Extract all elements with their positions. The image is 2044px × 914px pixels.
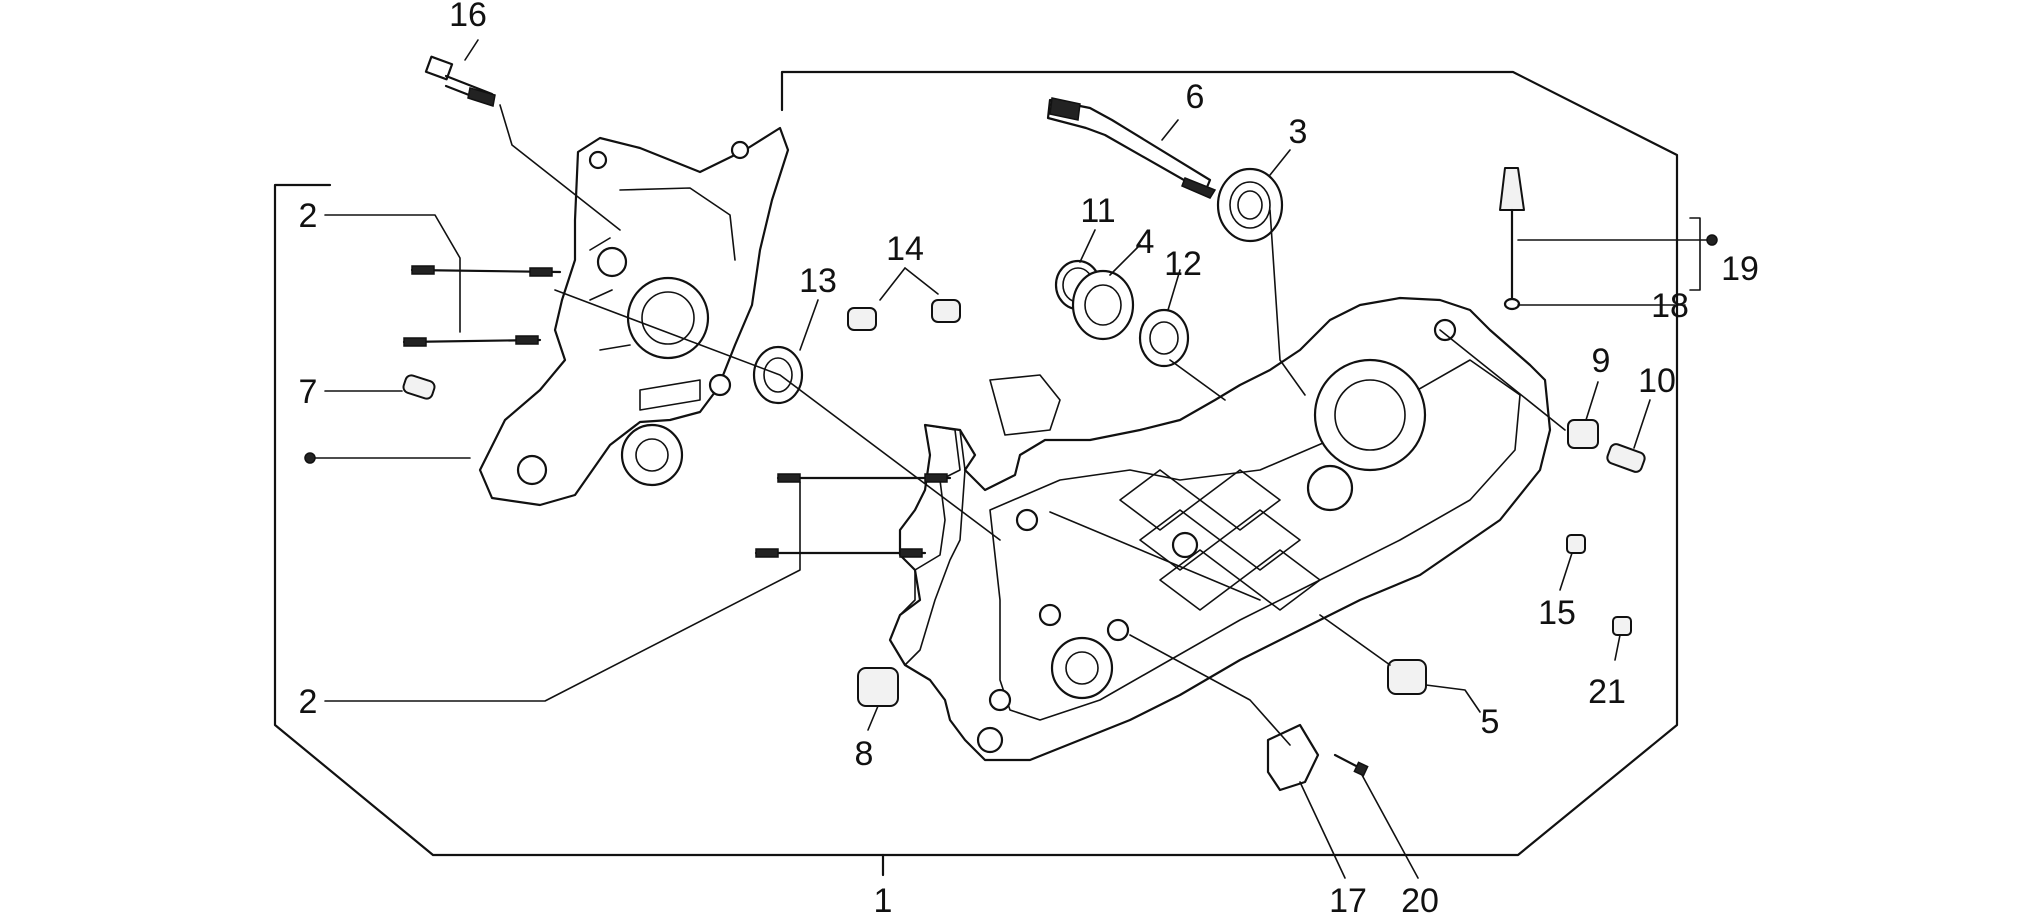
- left-crankcase-half: [478, 126, 790, 507]
- callout-7: 7: [299, 373, 318, 411]
- callout-2-lower: 2: [299, 683, 318, 721]
- bracket-17: [1266, 723, 1320, 792]
- bolt-16: [424, 55, 496, 107]
- bushing-9: [1567, 419, 1599, 449]
- callout-19: 19: [1721, 250, 1759, 288]
- dowel-21: [1612, 616, 1632, 636]
- callout-12: 12: [1164, 245, 1202, 283]
- callout-5: 5: [1481, 703, 1500, 741]
- callout-1: 1: [874, 882, 893, 914]
- bearing-4: [1071, 269, 1135, 341]
- bearing-3: [1216, 167, 1284, 243]
- callout-3: 3: [1289, 113, 1308, 151]
- callout-11: 11: [1080, 192, 1115, 230]
- dowel-7: [402, 374, 436, 400]
- callout-6: 6: [1186, 78, 1205, 116]
- bushing-8: [857, 667, 899, 707]
- studs-upper: [402, 265, 562, 347]
- callout-4: 4: [1136, 223, 1155, 261]
- callout-18: 18: [1651, 287, 1689, 325]
- screw-20: [1333, 753, 1369, 777]
- right-crankcase-half: [888, 296, 1552, 762]
- shaft-6: [1046, 97, 1217, 199]
- dipstick-18: [1499, 167, 1525, 311]
- callout-20: 20: [1401, 882, 1439, 914]
- dowel-15: [1566, 534, 1586, 554]
- callout-15: 15: [1538, 594, 1576, 632]
- leader-lines: [309, 39, 1713, 879]
- callout-16: 16: [449, 0, 487, 34]
- dowel-14a: [847, 307, 877, 331]
- callout-9: 9: [1592, 342, 1611, 380]
- bushing-5: [1387, 659, 1427, 695]
- callout-2-upper: 2: [299, 197, 318, 235]
- leader-dot-19: [1706, 234, 1718, 246]
- oil-seal-12: [1138, 308, 1190, 368]
- callout-14: 14: [886, 230, 924, 268]
- dowel-14b: [931, 299, 961, 323]
- pin-10: [1606, 443, 1646, 473]
- callout-8: 8: [855, 735, 874, 773]
- callout-10: 10: [1638, 362, 1676, 400]
- callout-17: 17: [1329, 882, 1367, 914]
- callout-13: 13: [799, 262, 837, 300]
- studs-lower: [754, 473, 952, 558]
- callout-labels: 16 2 7 2 13 14 6 3 11 4 12 19 18 9 10 15…: [299, 0, 1759, 914]
- leader-dot-left: [304, 452, 316, 464]
- assembly-bracket-outline: [273, 70, 1679, 857]
- callout-21: 21: [1588, 673, 1626, 711]
